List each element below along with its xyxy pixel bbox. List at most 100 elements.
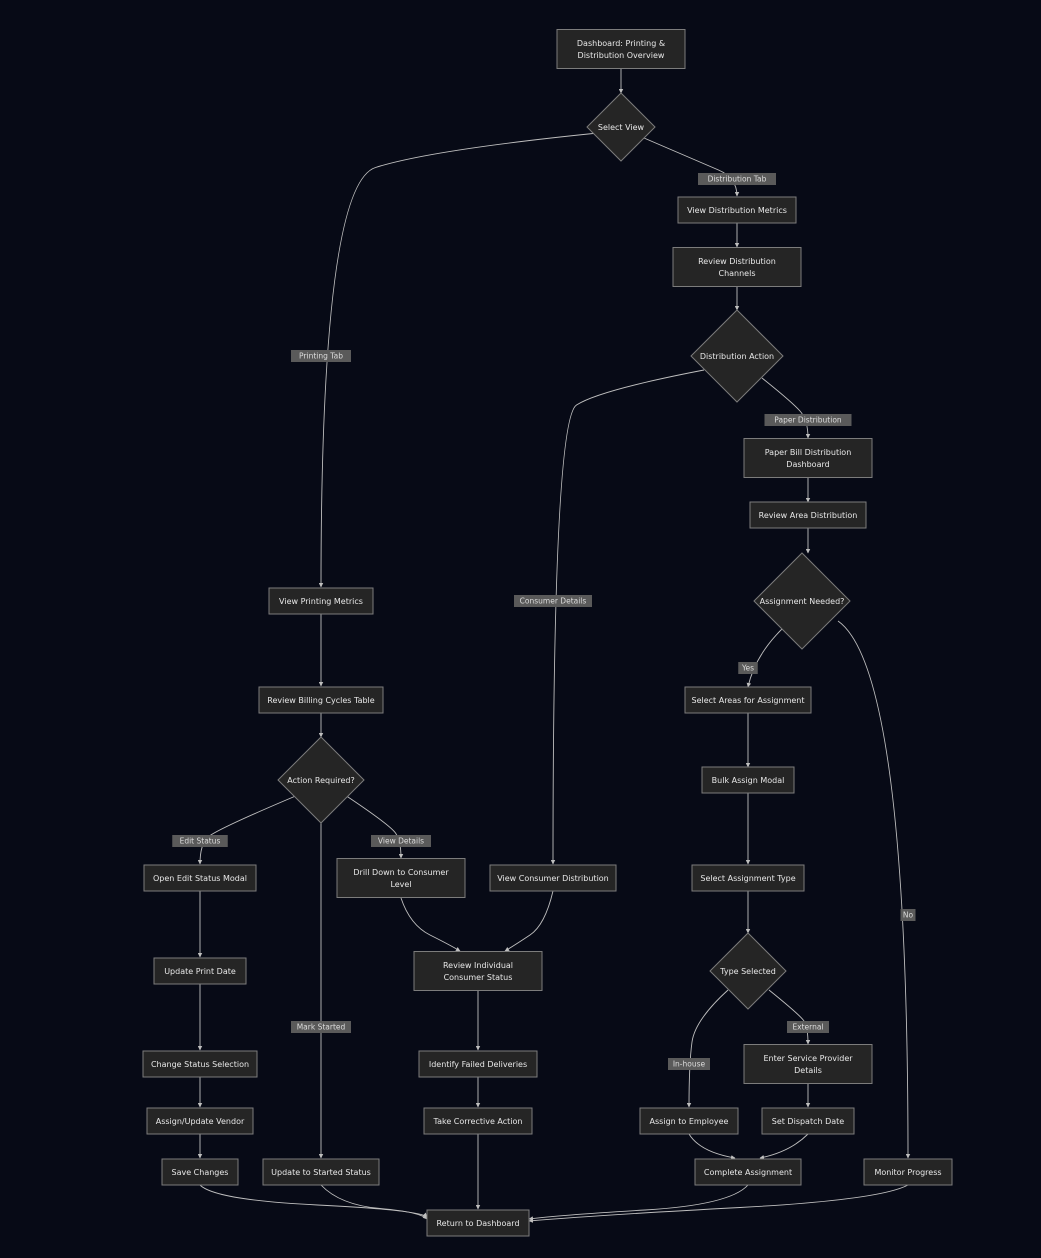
node-review-billing[interactable]: Review Billing Cycles Table <box>258 686 384 714</box>
process-shape <box>268 587 374 615</box>
node-label: Channels <box>718 269 755 278</box>
process-shape <box>672 247 802 287</box>
edges-layer <box>197 69 911 1223</box>
node-view-dist-metrics[interactable]: View Distribution Metrics <box>677 196 797 224</box>
edge-label-bg <box>698 173 776 185</box>
node-identify-failed[interactable]: Identify Failed Deliveries <box>418 1050 538 1078</box>
node-assign-vendor[interactable]: Assign/Update Vendor <box>146 1107 254 1135</box>
process-shape <box>761 1107 855 1135</box>
node-change-status[interactable]: Change Status Selection <box>142 1050 258 1078</box>
node-select-assign-type[interactable]: Select Assignment Type <box>691 864 805 892</box>
node-label: Drill Down to Consumer <box>353 868 449 877</box>
node-label: Review Individual <box>443 961 513 970</box>
process-shape <box>701 766 795 794</box>
decision-shape <box>753 552 851 650</box>
edge-label: Yes <box>738 662 758 674</box>
node-label: Save Changes <box>172 1168 229 1177</box>
edge-select_view-to-view_dist_metrics <box>643 137 740 197</box>
node-label: Review Distribution <box>698 257 776 266</box>
node-review-area[interactable]: Review Area Distribution <box>749 501 867 529</box>
edge-label-text: View Details <box>378 837 424 846</box>
process-shape <box>423 1107 533 1135</box>
node-label: Action Required? <box>287 776 354 785</box>
node-select-areas[interactable]: Select Areas for Assignment <box>684 686 812 714</box>
node-update-started[interactable]: Update to Started Status <box>262 1158 380 1186</box>
edge-save_changes-to-return_dashboard <box>199 1184 428 1218</box>
decision-shape <box>709 932 787 1010</box>
edge-assignment_needed-to-select_areas <box>746 626 785 688</box>
node-take-corrective[interactable]: Take Corrective Action <box>423 1107 533 1135</box>
process-shape <box>743 1044 873 1084</box>
node-bulk-assign[interactable]: Bulk Assign Modal <box>701 766 795 794</box>
node-select-view[interactable]: Select View <box>586 92 656 162</box>
node-label: Update Print Date <box>164 967 236 976</box>
node-label: Type Selected <box>719 967 776 976</box>
process-shape <box>749 501 867 529</box>
decision-shape <box>277 736 365 824</box>
edge-label-bg <box>291 350 351 362</box>
edge-dist_action-to-view_consumer_dist <box>550 369 705 865</box>
process-shape <box>142 1050 258 1078</box>
node-label: Select View <box>598 123 645 132</box>
node-label: Monitor Progress <box>874 1168 941 1177</box>
edge-label-text: Printing Tab <box>299 352 343 361</box>
node-label: Set Dispatch Date <box>772 1117 845 1126</box>
node-assignment-needed[interactable]: Assignment Needed? <box>753 552 851 650</box>
edge-label: Distribution Tab <box>698 173 776 185</box>
node-label: Select Areas for Assignment <box>692 696 805 705</box>
process-shape <box>489 864 617 892</box>
edge-label: External <box>787 1021 829 1033</box>
process-shape <box>677 196 797 224</box>
node-complete-assign[interactable]: Complete Assignment <box>694 1158 802 1186</box>
node-dashboard[interactable]: Dashboard: Printing &Distribution Overvi… <box>556 29 686 69</box>
edge-assignment_needed-to-monitor_progress <box>837 620 911 1159</box>
node-return-dashboard[interactable]: Return to Dashboard <box>426 1209 530 1237</box>
node-label: Distribution Overview <box>578 51 665 60</box>
edge-label: Mark Started <box>291 1021 351 1033</box>
node-label: Consumer Status <box>444 973 513 982</box>
decision-shape <box>690 309 784 403</box>
node-label: Update to Started Status <box>271 1168 371 1177</box>
node-label: Enter Service Provider <box>763 1054 853 1063</box>
node-label: Open Edit Status Modal <box>153 874 247 883</box>
node-set-dispatch[interactable]: Set Dispatch Date <box>761 1107 855 1135</box>
node-monitor-progress[interactable]: Monitor Progress <box>863 1158 953 1186</box>
edge-label: No <box>900 909 916 921</box>
edge-label-bg <box>668 1058 710 1070</box>
node-update-print-date[interactable]: Update Print Date <box>153 957 247 985</box>
node-view-consumer-dist[interactable]: View Consumer Distribution <box>489 864 617 892</box>
node-label: Distribution Action <box>700 352 774 361</box>
edge-action_required-to-drill_down <box>344 794 404 859</box>
node-dist-action[interactable]: Distribution Action <box>690 309 784 403</box>
edge-label-text: Mark Started <box>297 1023 346 1032</box>
node-label: Review Area Distribution <box>759 511 858 520</box>
edge-drill_down-to-review_individual <box>400 897 461 952</box>
edge-label-bg <box>738 662 758 674</box>
node-label: Dashboard <box>786 460 829 469</box>
edge-select_view-to-view_print_metrics <box>318 132 599 588</box>
node-label: Bulk Assign Modal <box>712 776 785 785</box>
node-label: Paper Bill Distribution <box>765 448 852 457</box>
process-shape <box>143 864 257 892</box>
edge-label-text: Edit Status <box>180 837 221 846</box>
edge-label-text: Paper Distribution <box>774 416 842 425</box>
node-label: Details <box>794 1066 822 1075</box>
node-action-required[interactable]: Action Required? <box>277 736 365 824</box>
node-view-print-metrics[interactable]: View Printing Metrics <box>268 587 374 615</box>
node-label: View Printing Metrics <box>279 597 363 606</box>
node-label: Review Billing Cycles Table <box>267 696 374 705</box>
edge-label-bg <box>787 1021 829 1033</box>
node-label: Select Assignment Type <box>700 874 795 883</box>
node-type-selected[interactable]: Type Selected <box>709 932 787 1010</box>
edge-label: Consumer Details <box>514 595 592 607</box>
node-assign-employee[interactable]: Assign to Employee <box>639 1107 739 1135</box>
decision-shape <box>586 92 656 162</box>
edge-update_started-to-return_dashboard <box>320 1184 428 1220</box>
node-save-changes[interactable]: Save Changes <box>161 1158 239 1186</box>
node-open-edit-status[interactable]: Open Edit Status Modal <box>143 864 257 892</box>
